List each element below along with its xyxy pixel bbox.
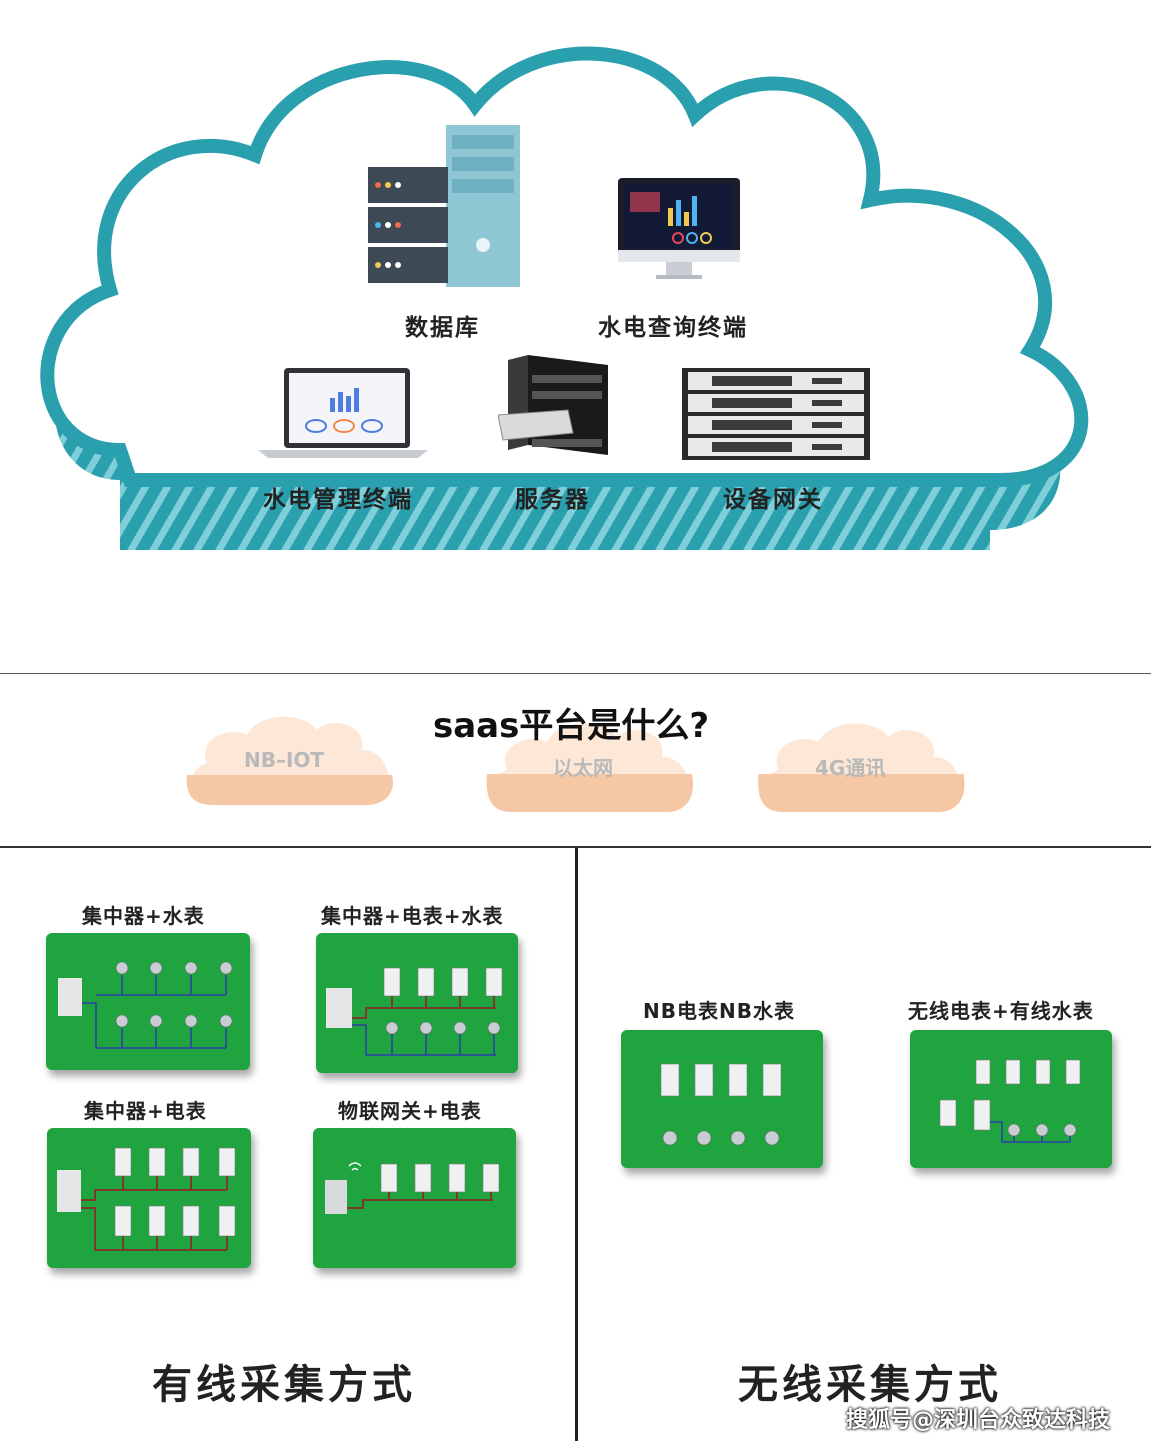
server-icon	[498, 355, 608, 455]
watermark: 搜狐号@深圳台众致达科技	[846, 1408, 1111, 1433]
concentrator-electric-water-meter-diagram	[326, 967, 503, 1056]
wired-panel-4-title: 物联网关+电表	[338, 1099, 482, 1123]
wireless-panel-2	[910, 1030, 1112, 1168]
wireless-electric-wired-water-diagram	[939, 1059, 1081, 1143]
cloud-diagram	[40, 46, 1089, 551]
concentrator-water-meter-diagram	[58, 961, 233, 1049]
net-nbiot-label: NB–IOT	[244, 748, 325, 772]
management-terminal-label: 水电管理终端	[263, 487, 413, 513]
laptop-icon	[258, 368, 428, 458]
wired-panel-1	[46, 933, 250, 1070]
wireless-panel-1-title: NB电表NB水表	[643, 999, 795, 1023]
wired-heading: 有线采集方式	[152, 1362, 416, 1408]
query-terminal-label: 水电查询终端	[598, 315, 748, 341]
wireless-heading: 无线采集方式	[738, 1362, 1002, 1408]
page-title: saas平台是什么?	[433, 706, 710, 746]
divider-vertical	[575, 848, 578, 1441]
wired-panel-2-title: 集中器+电表+水表	[321, 904, 504, 928]
net-cloud-1	[186, 716, 393, 805]
gateway-icon	[682, 368, 870, 460]
net-ethernet-label: 以太网	[553, 756, 613, 780]
net-4g-label: 4G通讯	[815, 756, 886, 780]
divider-middle	[0, 846, 1151, 848]
net-cloud-3	[758, 723, 965, 812]
wired-panel-3	[47, 1128, 251, 1268]
wired-panel-1-title: 集中器+水表	[82, 904, 205, 928]
iot-gateway-electric-meter-diagram	[325, 1162, 500, 1214]
wireless-panel-2-title: 无线电表+有线水表	[908, 999, 1094, 1023]
wireless-panel-1	[621, 1030, 823, 1168]
wired-panel-4	[313, 1128, 516, 1268]
monitor-icon	[618, 178, 740, 279]
gateway-label: 设备网关	[723, 487, 823, 513]
divider-top	[0, 673, 1151, 674]
wired-panel-3-title: 集中器+电表	[84, 1099, 207, 1123]
wired-panel-2	[316, 933, 518, 1073]
database-icon	[368, 125, 520, 287]
concentrator-electric-meter-diagram	[57, 1147, 236, 1251]
net-cloud-2	[486, 723, 693, 812]
database-label: 数据库	[405, 315, 480, 341]
server-label: 服务器	[515, 487, 590, 513]
nb-meters-diagram	[660, 1063, 782, 1146]
